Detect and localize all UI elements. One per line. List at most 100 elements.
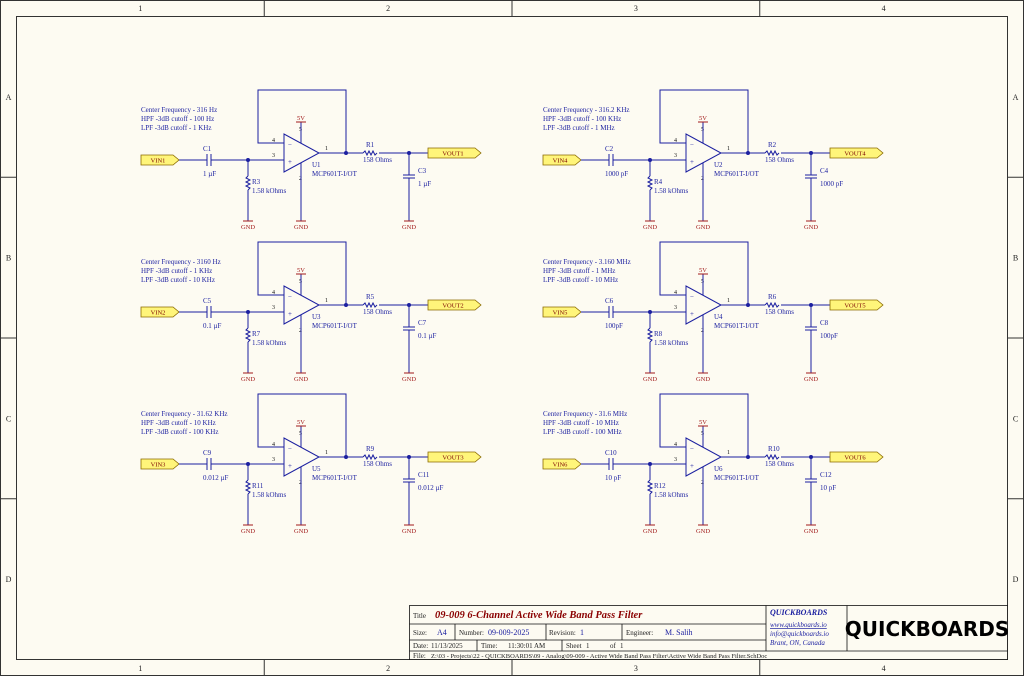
filter-spec-note: LPF -3dB cutoff - 10 KHz (141, 276, 215, 284)
pin-number: 4 (272, 138, 275, 144)
filter-spec-note: LPF -3dB cutoff - 100 KHz (141, 428, 218, 436)
row-label-right: C (1013, 414, 1018, 423)
opamp-symbol (685, 437, 723, 477)
sheet-value: 1 (586, 642, 590, 650)
capacitor-in-designator: C10 (605, 449, 617, 457)
pin-number: 4 (272, 290, 275, 296)
capacitor-in-value: 1000 pF (605, 170, 628, 178)
junction-dot (344, 455, 348, 459)
vout-port (427, 451, 482, 463)
opamp-inverting-sign: − (690, 141, 694, 149)
company-name: QUICKBOARDS (770, 608, 828, 617)
feedback-wire (257, 393, 347, 457)
pin-number: 1 (325, 146, 328, 152)
vin-port (140, 306, 180, 318)
size-value: A4 (437, 628, 447, 637)
date-label: Date: (413, 642, 428, 650)
pin-number: 3 (272, 457, 275, 463)
resistor-symbol (244, 327, 252, 343)
resistor-symbol (646, 479, 654, 495)
company-logo: QUICKBOARDS (845, 617, 1009, 641)
capacitor-out-designator: C4 (820, 167, 829, 175)
pin-number: 3 (674, 153, 677, 159)
ground-label: GND (696, 224, 710, 231)
pin-number: 3 (272, 305, 275, 311)
opamp-designator: U6 (714, 465, 723, 473)
ground-label: GND (241, 528, 255, 535)
number-label: Number: (459, 629, 484, 637)
resistor-gnd-designator: R4 (654, 178, 663, 186)
power-label: 5V (297, 267, 305, 274)
resistor-gnd-designator: R11 (252, 482, 264, 490)
column-label-bottom: 2 (386, 664, 390, 673)
ground-label: GND (241, 376, 255, 383)
resistor-gnd-designator: R3 (252, 178, 261, 186)
company-location: Brant, ON, Canada (770, 639, 825, 647)
resistor-symbol (362, 149, 378, 157)
opamp-noninverting-sign: + (690, 462, 694, 470)
capacitor-out-designator: C7 (418, 319, 427, 327)
revision-value: 1 (580, 628, 584, 637)
resistor-gnd-designator: R8 (654, 330, 663, 338)
title-block: Title 09-009 6-Channel Active Wide Band … (409, 605, 1009, 660)
pin-number: 1 (325, 298, 328, 304)
resistor-out-designator: R1 (366, 141, 375, 149)
resistor-out-designator: R2 (768, 141, 777, 149)
resistor-out-value: 158 Ohms (363, 460, 392, 468)
capacitor-in-designator: C2 (605, 145, 614, 153)
capacitor-out-value: 0.1 µF (418, 332, 437, 340)
capacitor-out-value: 100pF (820, 332, 838, 340)
opamp-designator: U3 (312, 313, 321, 321)
filter-spec-note: Center Frequency - 316.2 KHz (543, 106, 630, 114)
vout-port (829, 147, 884, 159)
sheet-title: 09-009 6-Channel Active Wide Band Pass F… (435, 610, 643, 621)
filter-spec-note: LPF -3dB cutoff - 100 MHz (543, 428, 622, 436)
resistor-symbol (764, 149, 780, 157)
resistor-symbol (244, 479, 252, 495)
vin-port-label: VIN4 (553, 158, 569, 165)
opamp-inverting-sign: − (690, 445, 694, 453)
resistor-symbol (646, 327, 654, 343)
vout-port-label: VOUT3 (442, 455, 463, 462)
of-value: 1 (620, 642, 624, 650)
filter-spec-note: HPF -3dB cutoff - 1 MHz (543, 267, 615, 275)
feedback-wire (257, 89, 347, 153)
junction-dot (746, 151, 750, 155)
column-label-bottom: 1 (138, 664, 142, 673)
revision-label: Revision: (549, 629, 576, 637)
ground-label: GND (402, 224, 416, 231)
filter-spec-note: HPF -3dB cutoff - 1 KHz (141, 267, 212, 275)
capacitor-out-designator: C11 (418, 471, 430, 479)
opamp-symbol (685, 133, 723, 173)
vout-port (427, 299, 482, 311)
resistor-gnd-value: 1.58 kOhms (654, 339, 689, 347)
time-value: 11:30:01 AM (508, 642, 546, 650)
power-label: 5V (699, 419, 707, 426)
resistor-out-value: 158 Ohms (363, 156, 392, 164)
row-label-left: D (6, 575, 12, 584)
resistor-symbol (362, 453, 378, 461)
opamp-symbol (283, 437, 321, 477)
column-label-bottom: 4 (882, 664, 886, 673)
time-label: Time: (481, 642, 498, 650)
capacitor-in-value: 1 µF (203, 170, 216, 178)
sheet-label: Sheet (566, 642, 582, 650)
resistor-out-designator: R5 (366, 293, 375, 301)
pin-number: 1 (325, 450, 328, 456)
ground-label: GND (804, 224, 818, 231)
pin-number: 3 (674, 457, 677, 463)
feedback-wire (659, 241, 749, 305)
title-label: Title (413, 612, 426, 620)
pin-number: 4 (674, 138, 677, 144)
row-label-right: A (1013, 93, 1019, 102)
filter-spec-note: HPF -3dB cutoff - 10 MHz (543, 419, 619, 427)
opamp-part-number: MCP601T-I/OT (312, 322, 358, 330)
capacitor-out-designator: C3 (418, 167, 427, 175)
filter-spec-note: HPF -3dB cutoff - 100 Hz (141, 115, 214, 123)
vout-port-label: VOUT4 (844, 151, 866, 158)
ground-label: GND (294, 376, 308, 383)
